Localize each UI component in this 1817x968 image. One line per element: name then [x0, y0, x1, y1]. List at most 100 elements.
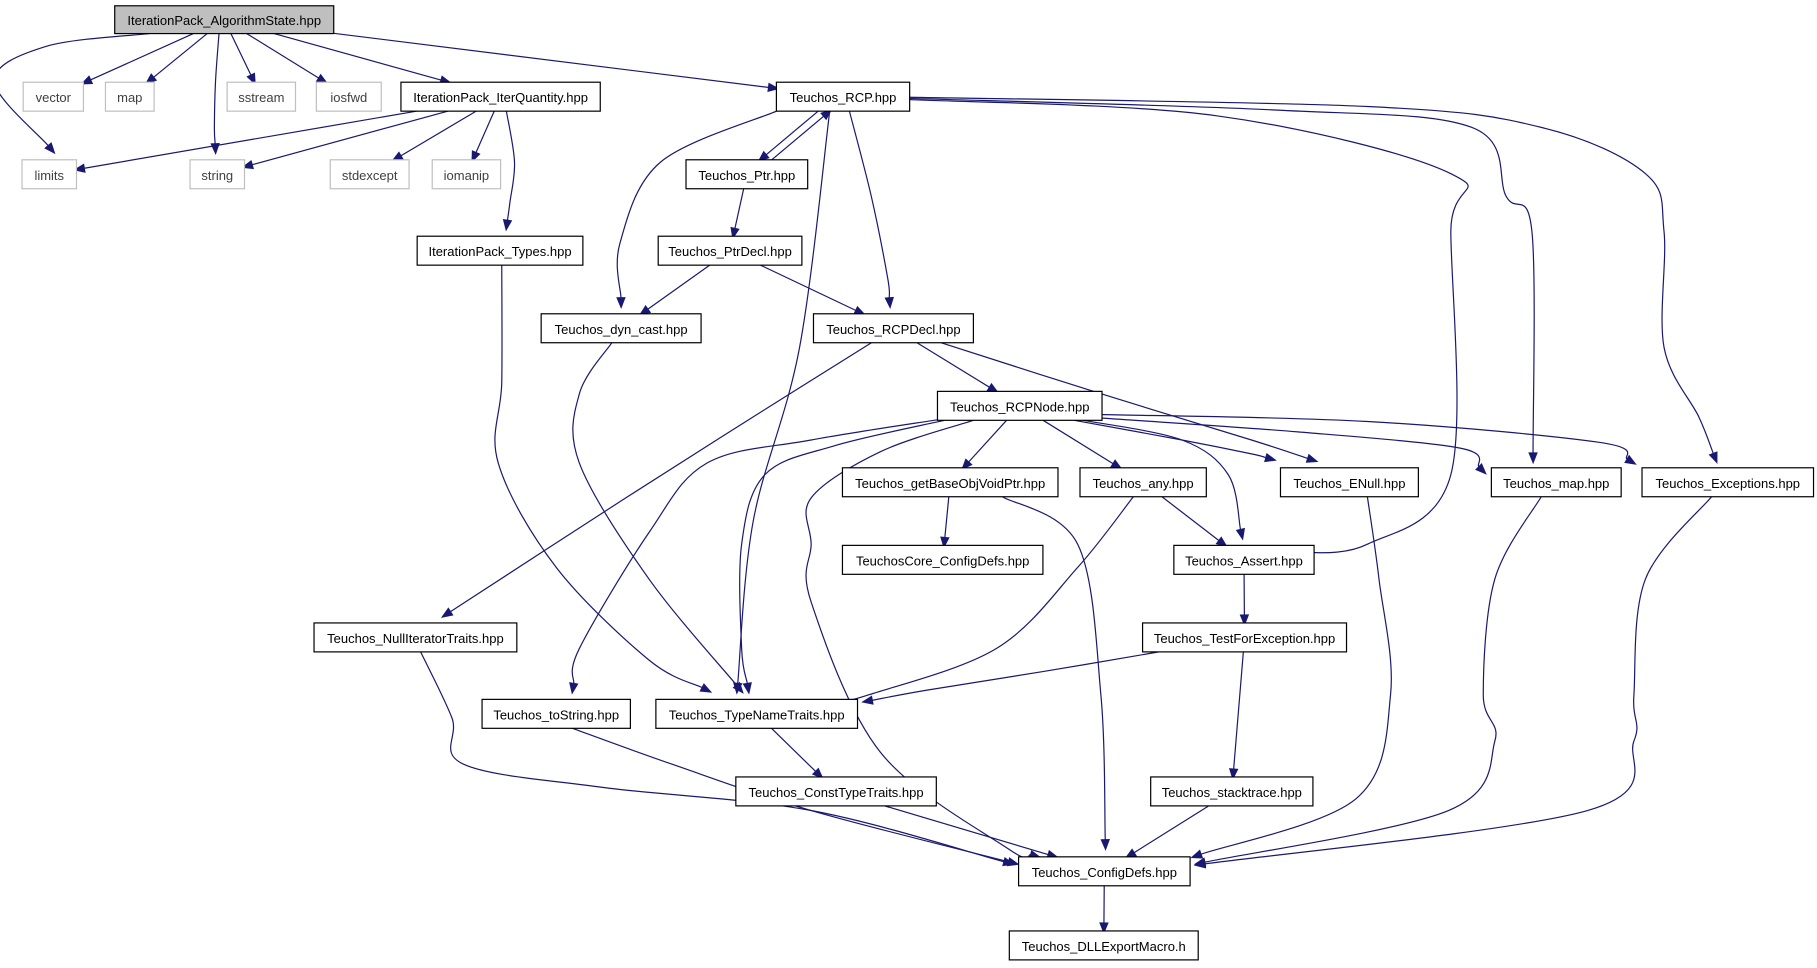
edge-iterq-to-types: [505, 111, 516, 221]
node-enull[interactable]: Teuchos_ENull.hpp: [1279, 467, 1419, 498]
node-box-sstream: [226, 81, 297, 112]
node-label-typename: Teuchos_TypeNameTraits.hpp: [669, 707, 845, 722]
node-exceptions[interactable]: Teuchos_Exceptions.hpp: [1641, 467, 1815, 498]
node-label-rcp: Teuchos_RCP.hpp: [790, 90, 897, 105]
node-ptrdecl[interactable]: Teuchos_PtrDecl.hpp: [657, 235, 803, 266]
node-box-iterq: [400, 81, 601, 112]
node-label-exceptions: Teuchos_Exceptions.hpp: [1655, 476, 1800, 491]
node-label-stacktrace: Teuchos_stacktrace.hpp: [1162, 785, 1302, 800]
node-assert[interactable]: Teuchos_Assert.hpp: [1173, 544, 1315, 575]
node-label-ptrdecl: Teuchos_PtrDecl.hpp: [668, 244, 792, 259]
edge-any-to-assert: [1161, 496, 1220, 541]
edge-root-to-map: [153, 33, 208, 78]
node-label-string: string: [201, 168, 233, 183]
node-ptr[interactable]: Teuchos_Ptr.hpp: [685, 159, 809, 190]
node-box-consttype: [735, 776, 937, 807]
node-tostring[interactable]: Teuchos_toString.hpp: [481, 698, 631, 729]
arrowhead-tostring-to-configdefs: [1006, 857, 1020, 867]
edge-iterq-to-string: [252, 110, 448, 166]
node-getbase[interactable]: Teuchos_getBaseObjVoidPtr.hpp: [841, 467, 1059, 498]
edge-any-to-typename: [825, 496, 1134, 706]
node-box-ptr: [685, 159, 809, 190]
node-coreconfig[interactable]: TeuchosCore_ConfigDefs.hpp: [841, 544, 1044, 575]
edge-rcp-to-ptr: [765, 110, 819, 156]
node-rcpdecl[interactable]: Teuchos_RCPDecl.hpp: [812, 313, 974, 344]
node-iosfwd: iosfwd: [315, 81, 382, 112]
node-typename[interactable]: Teuchos_TypeNameTraits.hpp: [655, 698, 859, 729]
node-label-rcpdecl: Teuchos_RCPDecl.hpp: [826, 322, 960, 337]
edge-rcp-to-rcpdecl: [848, 111, 891, 298]
arrowhead-iterq-to-limits: [73, 163, 86, 173]
arrowhead-types-to-typename: [699, 683, 713, 693]
node-box-rcpnode: [936, 390, 1103, 421]
node-map: map: [104, 81, 155, 112]
node-label-stdexcept: stdexcept: [342, 168, 398, 183]
edge-rcp-to-exceptions: [909, 96, 1714, 454]
node-label-map: map: [117, 90, 142, 105]
edge-iterq-to-stdexcept: [400, 110, 477, 157]
edge-getbase-to-coreconfig: [944, 496, 950, 538]
node-stacktrace[interactable]: Teuchos_stacktrace.hpp: [1150, 776, 1314, 807]
node-rcpnode[interactable]: Teuchos_RCPNode.hpp: [936, 390, 1103, 421]
node-label-iosfwd: iosfwd: [330, 90, 367, 105]
arrowhead-testfor-to-typename: [861, 695, 874, 705]
node-box-vector: [22, 81, 85, 112]
node-box-stacktrace: [1150, 776, 1314, 807]
node-testfor[interactable]: Teuchos_TestForException.hpp: [1141, 622, 1348, 653]
node-consttype[interactable]: Teuchos_ConstTypeTraits.hpp: [735, 776, 937, 807]
node-configdefs[interactable]: Teuchos_ConfigDefs.hpp: [1017, 856, 1191, 887]
node-label-enull: Teuchos_ENull.hpp: [1293, 476, 1405, 491]
edge-rcpnode-to-exceptions: [1100, 413, 1629, 460]
node-box-string: [189, 159, 246, 190]
node-dyncast[interactable]: Teuchos_dyn_cast.hpp: [540, 313, 702, 344]
node-box-limits: [21, 159, 78, 190]
node-tmap[interactable]: Teuchos_map.hpp: [1490, 467, 1622, 498]
arrowhead-rcpdecl-to-nulliter: [441, 607, 454, 618]
node-any[interactable]: Teuchos_any.hpp: [1079, 467, 1207, 498]
node-box-types: [416, 235, 584, 266]
edge-root-to-limits: [0, 32, 150, 146]
node-iomanip: iomanip: [431, 159, 502, 190]
node-label-tostring: Teuchos_toString.hpp: [493, 707, 619, 722]
edge-testfor-to-stacktrace: [1233, 651, 1244, 770]
edge-root-to-vector: [90, 33, 194, 81]
arrowhead-assert-to-testfor: [1239, 614, 1250, 627]
edge-rcp-to-typename: [737, 111, 831, 684]
edge-root-to-iterq: [273, 33, 442, 81]
node-root[interactable]: IterationPack_AlgorithmState.hpp: [114, 5, 335, 35]
node-label-testfor: Teuchos_TestForException.hpp: [1154, 631, 1335, 646]
node-box-configdefs: [1017, 856, 1191, 887]
edge-root-to-sstream: [230, 33, 252, 76]
node-label-types: IterationPack_Types.hpp: [428, 244, 571, 259]
node-box-typename: [655, 698, 859, 729]
node-label-rcpnode: Teuchos_RCPNode.hpp: [950, 399, 1089, 414]
node-label-ptr: Teuchos_Ptr.hpp: [698, 168, 795, 183]
arrowhead-iterq-to-types: [502, 219, 513, 232]
edge-ptrdecl-to-rcpdecl: [760, 264, 856, 311]
node-stdexcept: stdexcept: [329, 159, 410, 190]
edge-rcpnode-to-typename: [739, 419, 945, 684]
node-iterq[interactable]: IterationPack_IterQuantity.hpp: [400, 81, 601, 112]
node-box-ptrdecl: [657, 235, 803, 266]
node-vector: vector: [22, 81, 85, 112]
arrowhead-root-to-vector: [80, 75, 94, 85]
node-dllexport[interactable]: Teuchos_DLLExportMacro.h: [1008, 930, 1199, 961]
node-box-tmap: [1490, 467, 1622, 498]
node-nulliter[interactable]: Teuchos_NullIteratorTraits.hpp: [313, 622, 518, 653]
arrowhead-typename-to-consttype: [811, 767, 824, 780]
node-sstream: sstream: [226, 81, 297, 112]
arrowhead-rcpnode-to-enull: [1264, 452, 1277, 463]
arrowhead-rcpnode-to-tostring: [569, 682, 579, 695]
node-label-nulliter: Teuchos_NullIteratorTraits.hpp: [327, 631, 504, 646]
node-label-sstream: sstream: [238, 90, 284, 105]
arrowhead-getbase-to-coreconfig: [940, 536, 950, 549]
node-box-enull: [1279, 467, 1419, 498]
arrowhead-rcpnode-to-typename: [742, 682, 752, 695]
edge-root-to-string: [213, 33, 220, 144]
node-label-root: IterationPack_AlgorithmState.hpp: [127, 13, 321, 28]
node-label-getbase: Teuchos_getBaseObjVoidPtr.hpp: [855, 476, 1045, 491]
node-types[interactable]: IterationPack_Types.hpp: [416, 235, 584, 266]
node-label-dllexport: Teuchos_DLLExportMacro.h: [1022, 939, 1186, 954]
node-rcp[interactable]: Teuchos_RCP.hpp: [775, 81, 911, 112]
